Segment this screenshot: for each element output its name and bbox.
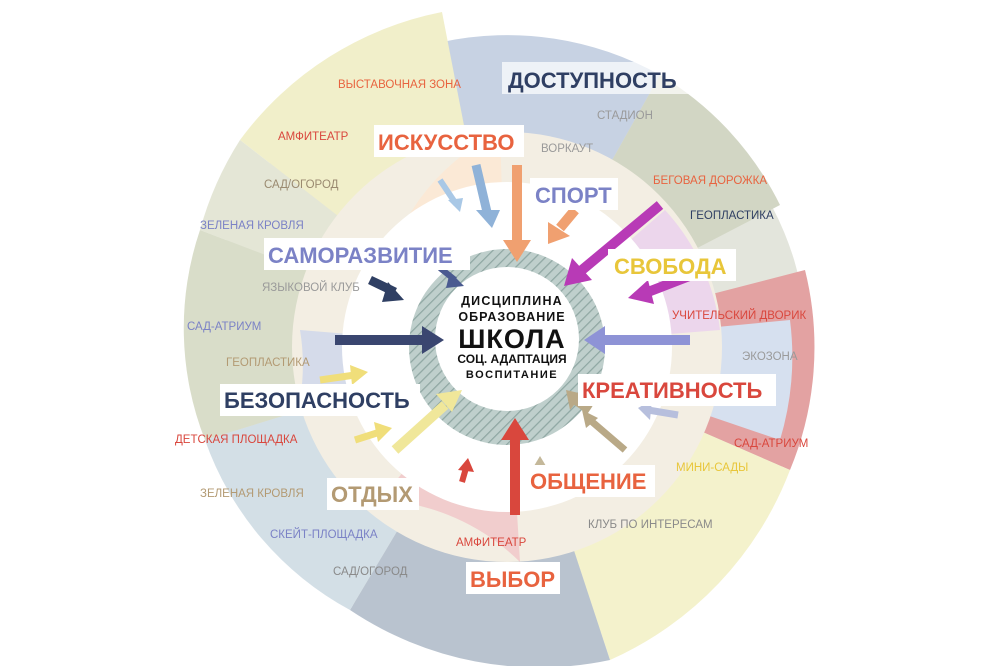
label-garden-top: САД/ОГОРОД <box>264 179 339 191</box>
arrow-rest <box>391 390 462 454</box>
label-geoplastic-right: ГЕОПЛАСТИКА <box>690 210 774 222</box>
arrow-communication <box>582 410 628 453</box>
arrow-safety-1 <box>319 365 368 385</box>
label-garden-bottom: САД/ОГОРОД <box>333 566 408 578</box>
label-garden-atrium-left: САД-АТРИУМ <box>187 321 261 333</box>
arrow-selfdev <box>368 275 404 302</box>
category-communication: ОБЩЕНИЕ <box>530 469 646 494</box>
arrow-art-2 <box>437 178 463 212</box>
arrow-art <box>471 163 500 228</box>
label-teachers-yard: УЧИТЕЛЬСКИЙ ДВОРИК <box>672 309 806 322</box>
label-skate-park: СКЕЙТ-ПЛОЩАДКА <box>270 528 378 541</box>
arrow-safety-2 <box>353 422 392 444</box>
label-workout: ВОРКАУТ <box>541 143 593 155</box>
center-text: ДИСЦИПЛИНА ОБРАЗОВАНИЕ ШКОЛА СОЦ. АДАПТА… <box>457 294 566 381</box>
label-ecozone: ЭКОЗОНА <box>742 351 798 363</box>
arrow-choice-small <box>458 458 474 483</box>
arrow-left-main <box>335 326 444 354</box>
center-line-education: ОБРАЗОВАНИЕ <box>458 310 565 324</box>
label-amphitheater-bottom: АМФИТЕАТР <box>456 537 527 549</box>
label-interest-club: КЛУБ ПО ИНТЕРЕСАМ <box>588 519 713 531</box>
category-safety: БЕЗОПАСНОСТЬ <box>224 388 410 413</box>
label-running-track: БЕГОВАЯ ДОРОЖКА <box>653 175 767 187</box>
center-line-upbringing: ВОСПИТАНИЕ <box>466 369 558 381</box>
category-rest: ОТДЫХ <box>331 482 413 507</box>
category-selfdevelopment: САМОРАЗВИТИЕ <box>268 243 453 268</box>
category-accessibility: ДОСТУПНОСТЬ <box>508 68 677 93</box>
arrow-sport <box>548 206 579 244</box>
location-labels: ВЫСТАВОЧНАЯ ЗОНА СТАДИОН АМФИТЕАТР ВОРКА… <box>175 79 808 578</box>
category-sport: СПОРТ <box>535 183 612 208</box>
center-line-school: ШКОЛА <box>458 324 565 354</box>
center-line-discipline: ДИСЦИПЛИНА <box>461 294 563 308</box>
label-language-club: ЯЗЫКОВОЙ КЛУБ <box>262 281 360 294</box>
category-art: ИСКУССТВО <box>378 130 514 155</box>
label-playground: ДЕТСКАЯ ПЛОЩАДКА <box>175 434 298 446</box>
label-green-roof-bottom: ЗЕЛЕНАЯ КРОВЛЯ <box>200 488 304 500</box>
center-circle <box>435 267 579 411</box>
category-choice: ВЫБОР <box>470 567 555 592</box>
label-garden-atrium-right: САД-АТРИУМ <box>734 438 808 450</box>
arrow-sport-down <box>503 165 531 262</box>
label-exhibition-zone: ВЫСТАВОЧНАЯ ЗОНА <box>338 79 461 91</box>
label-green-roof-top: ЗЕЛЕНАЯ КРОВЛЯ <box>200 220 304 232</box>
category-freedom: СВОБОДА <box>614 254 727 279</box>
arrow-choice-up <box>501 418 529 515</box>
label-geoplastic-left: ГЕОПЛАСТИКА <box>226 357 310 369</box>
label-stadium: СТАДИОН <box>597 110 653 122</box>
center-line-social-adaptation: СОЦ. АДАПТАЦИЯ <box>457 352 566 366</box>
arrow-right-main <box>584 326 690 354</box>
label-mini-gardens: МИНИ-САДЫ <box>676 462 748 474</box>
label-amphitheater-top: АМФИТЕАТР <box>278 131 349 143</box>
category-labels: ДОСТУПНОСТЬ ИСКУССТВО СПОРТ САМОРАЗВИТИЕ… <box>220 62 776 594</box>
arrows <box>319 163 707 515</box>
arrow-freedom <box>564 201 664 286</box>
category-creativity: КРЕАТИВНОСТЬ <box>582 378 762 403</box>
